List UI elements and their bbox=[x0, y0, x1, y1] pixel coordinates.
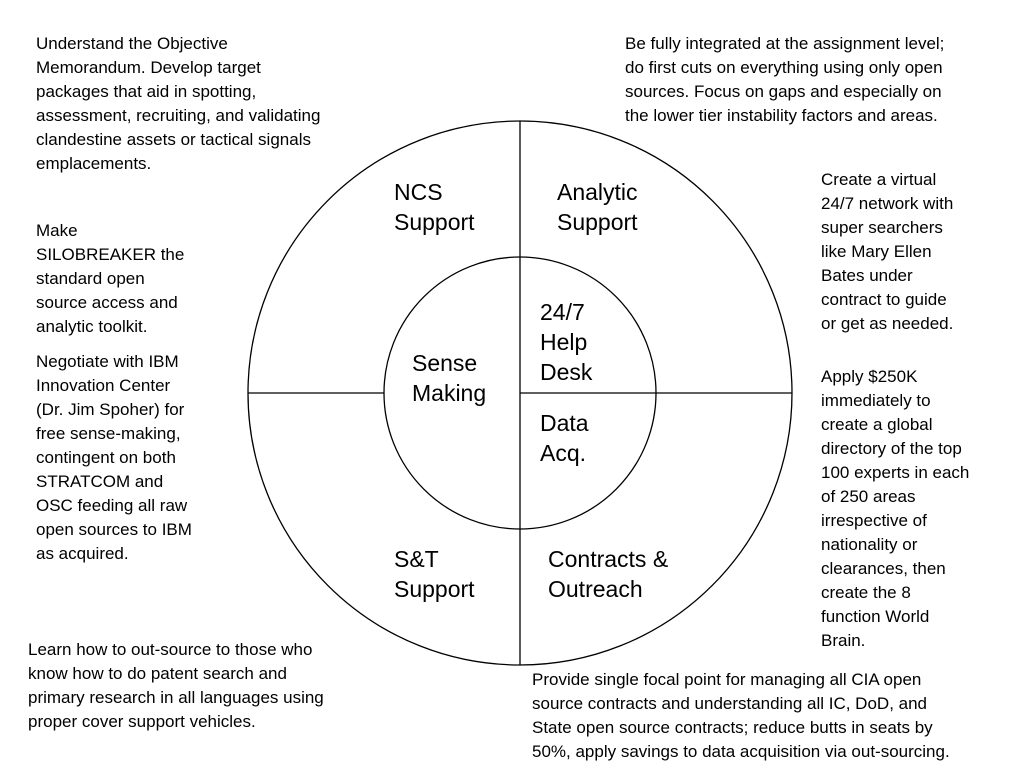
note-right-directory: Apply $250K immediately to create a glob… bbox=[821, 367, 970, 650]
note-left-silobreaker: Make SILOBREAKER the standard open sourc… bbox=[36, 221, 185, 336]
note-top-left: Understand the Objective Memorandum. Dev… bbox=[36, 34, 321, 173]
segment-analytic-support: Analytic Support bbox=[557, 179, 638, 235]
note-top-right: Be fully integrated at the assignment le… bbox=[625, 34, 945, 125]
segment-sense-making: Sense Making bbox=[412, 350, 487, 406]
segment-data-acq: Data Acq. bbox=[540, 410, 589, 466]
note-bottom-left: Learn how to out-source to those who kno… bbox=[28, 640, 324, 731]
segment-ncs-support: NCS Support bbox=[394, 179, 475, 235]
segment-st-support: S&T Support bbox=[394, 546, 475, 602]
segment-help-desk: 24/7 Help Desk bbox=[540, 299, 593, 385]
note-right-network: Create a virtual 24/7 network with super… bbox=[821, 170, 954, 333]
segment-contracts-outreach: Contracts & Outreach bbox=[548, 546, 669, 602]
note-left-ibm: Negotiate with IBM Innovation Center (Dr… bbox=[36, 352, 192, 563]
note-bottom-right: Provide single focal point for managing … bbox=[532, 670, 950, 761]
